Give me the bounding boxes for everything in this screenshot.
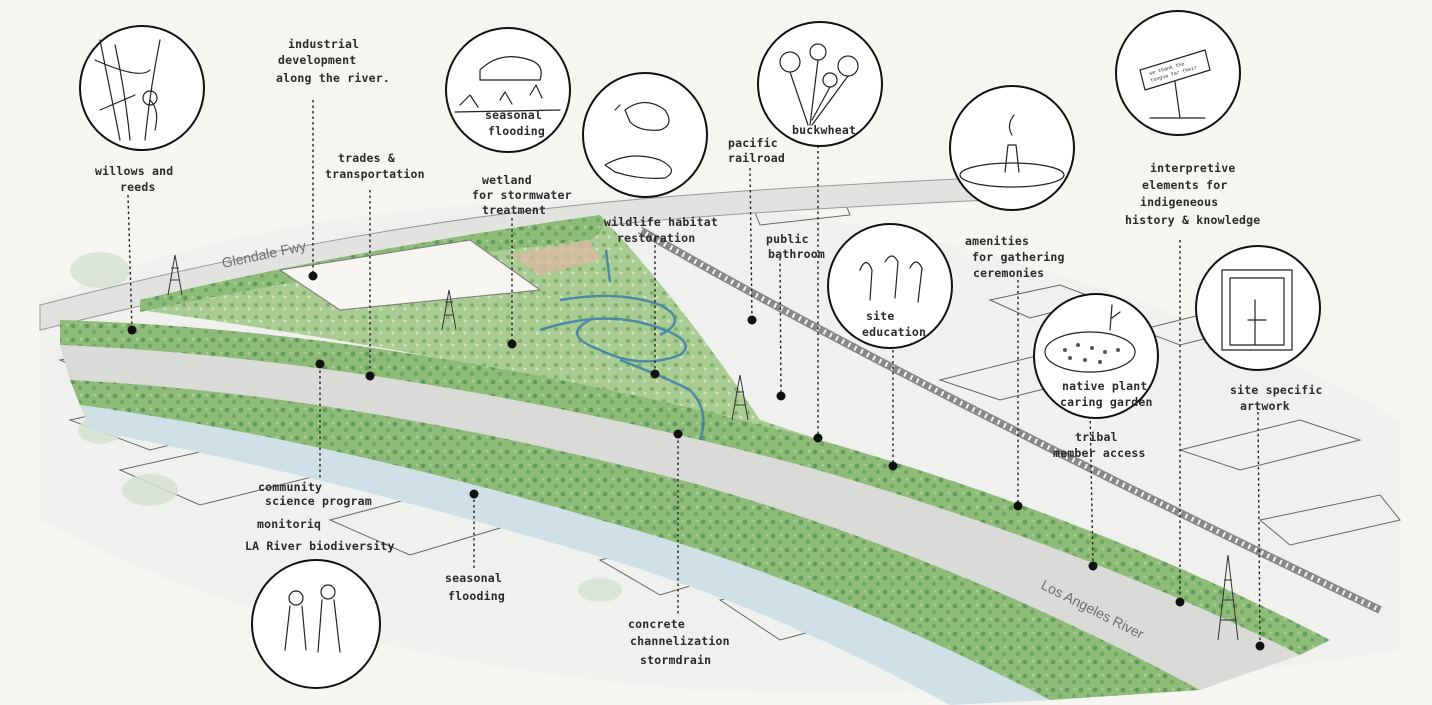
los-angeles-river-water <box>80 405 1050 705</box>
svg-text:flooding: flooding <box>488 124 545 138</box>
svg-text:railroad: railroad <box>728 151 785 165</box>
community-science-vignette <box>251 559 381 689</box>
interpretive-label: interpretive elements for indigeneous hi… <box>1125 161 1260 227</box>
svg-text:community: community <box>258 480 322 494</box>
willows-label: willows and reeds <box>95 164 173 194</box>
site-artwork-label: site specific artwork <box>1230 383 1323 413</box>
svg-text:member access: member access <box>1053 446 1146 460</box>
svg-text:reeds: reeds <box>120 180 156 194</box>
pacific-railroad-label: pacific railroad <box>728 136 785 165</box>
svg-text:tribal: tribal <box>1075 430 1118 444</box>
svg-text:seasonal: seasonal <box>485 108 542 122</box>
concrete-channel <box>60 345 1300 690</box>
river-bank-vegetation <box>60 320 1330 655</box>
svg-text:wildlife habitat: wildlife habitat <box>604 215 718 229</box>
svg-text:public: public <box>766 232 809 246</box>
svg-text:artwork: artwork <box>1240 399 1290 413</box>
svg-text:monitoriq: monitoriq <box>257 517 321 531</box>
native-plant-label: native plant caring garden <box>1060 379 1153 409</box>
svg-text:history & knowledge: history & knowledge <box>1125 213 1260 227</box>
buckwheat-vignette <box>757 21 883 147</box>
svg-text:site: site <box>866 309 895 323</box>
svg-text:seasonal: seasonal <box>445 571 502 585</box>
svg-text:elements for: elements for <box>1142 178 1227 192</box>
svg-text:native plant: native plant <box>1062 379 1147 393</box>
svg-text:education: education <box>862 325 926 339</box>
svg-text:transportation: transportation <box>325 167 425 181</box>
site-education-label: site education <box>862 309 926 339</box>
svg-text:caring garden: caring garden <box>1060 395 1153 409</box>
meandering-stream <box>539 249 705 441</box>
lower-bank-vegetation <box>70 380 1200 700</box>
power-pylons <box>167 254 1239 641</box>
site-education-vignette <box>827 223 953 349</box>
svg-text:buckwheat: buckwheat <box>792 123 856 137</box>
wildlife-vignette <box>582 72 708 198</box>
industrial-label: industrial development along the river. <box>276 37 390 85</box>
seasonal-flooding-vignette <box>445 27 571 153</box>
svg-text:science program: science program <box>265 494 372 508</box>
svg-text:for gathering: for gathering <box>972 250 1065 264</box>
svg-text:LA River biodiversity: LA River biodiversity <box>245 539 395 553</box>
ceremony-vignette <box>949 85 1075 211</box>
svg-text:interpretive: interpretive <box>1150 161 1235 175</box>
willows-vignette <box>79 25 205 151</box>
svg-text:restoration: restoration <box>617 231 695 245</box>
svg-text:site specific: site specific <box>1230 383 1323 397</box>
community-science-label: community science program monitoriq LA R… <box>245 480 395 553</box>
wetland-label: wetland for stormwater treatment <box>472 173 572 217</box>
svg-text:flooding: flooding <box>448 589 505 603</box>
callout-dots <box>127 271 1265 651</box>
svg-text:wetland: wetland <box>482 173 532 187</box>
svg-text:development: development <box>278 53 356 67</box>
public-bathroom-label: public bathroom <box>766 232 825 261</box>
tribal-access-label: tribal member access <box>1053 430 1146 460</box>
svg-text:indigeneous: indigeneous <box>1140 195 1218 209</box>
svg-text:for stormwater: for stormwater <box>472 188 572 202</box>
trades-label: trades & transportation <box>325 151 425 181</box>
seasonal-flooding-top-label: seasonal flooding <box>485 108 545 138</box>
svg-text:industrial: industrial <box>288 37 359 51</box>
svg-text:trades &: trades & <box>338 151 395 165</box>
amenities-label: amenities for gathering ceremonies <box>965 234 1065 280</box>
svg-text:bathroom: bathroom <box>768 247 825 261</box>
svg-text:treatment: treatment <box>482 203 546 217</box>
buckwheat-label: buckwheat <box>792 123 856 137</box>
native-plant-garden-vignette <box>1033 293 1159 419</box>
svg-text:amenities: amenities <box>965 234 1029 248</box>
industrial-lot <box>278 239 542 311</box>
svg-text:pacific: pacific <box>728 136 778 150</box>
interpretive-sign-vignette: we thank the tongva for their <box>1115 10 1241 136</box>
concrete-label: concrete channelization stormdrain <box>628 617 730 667</box>
svg-text:ceremonies: ceremonies <box>973 266 1044 280</box>
svg-text:channelization: channelization <box>630 634 730 648</box>
svg-text:concrete: concrete <box>628 617 685 631</box>
svg-text:along the river.: along the river. <box>276 71 390 85</box>
seasonal-flooding-bottom-label: seasonal flooding <box>445 571 505 603</box>
svg-text:willows and: willows and <box>95 164 173 178</box>
svg-text:stormdrain: stormdrain <box>640 653 711 667</box>
site-artwork-vignette <box>1195 245 1321 371</box>
leader-lines <box>127 100 1261 647</box>
wildlife-label: wildlife habitat restoration <box>604 215 718 245</box>
